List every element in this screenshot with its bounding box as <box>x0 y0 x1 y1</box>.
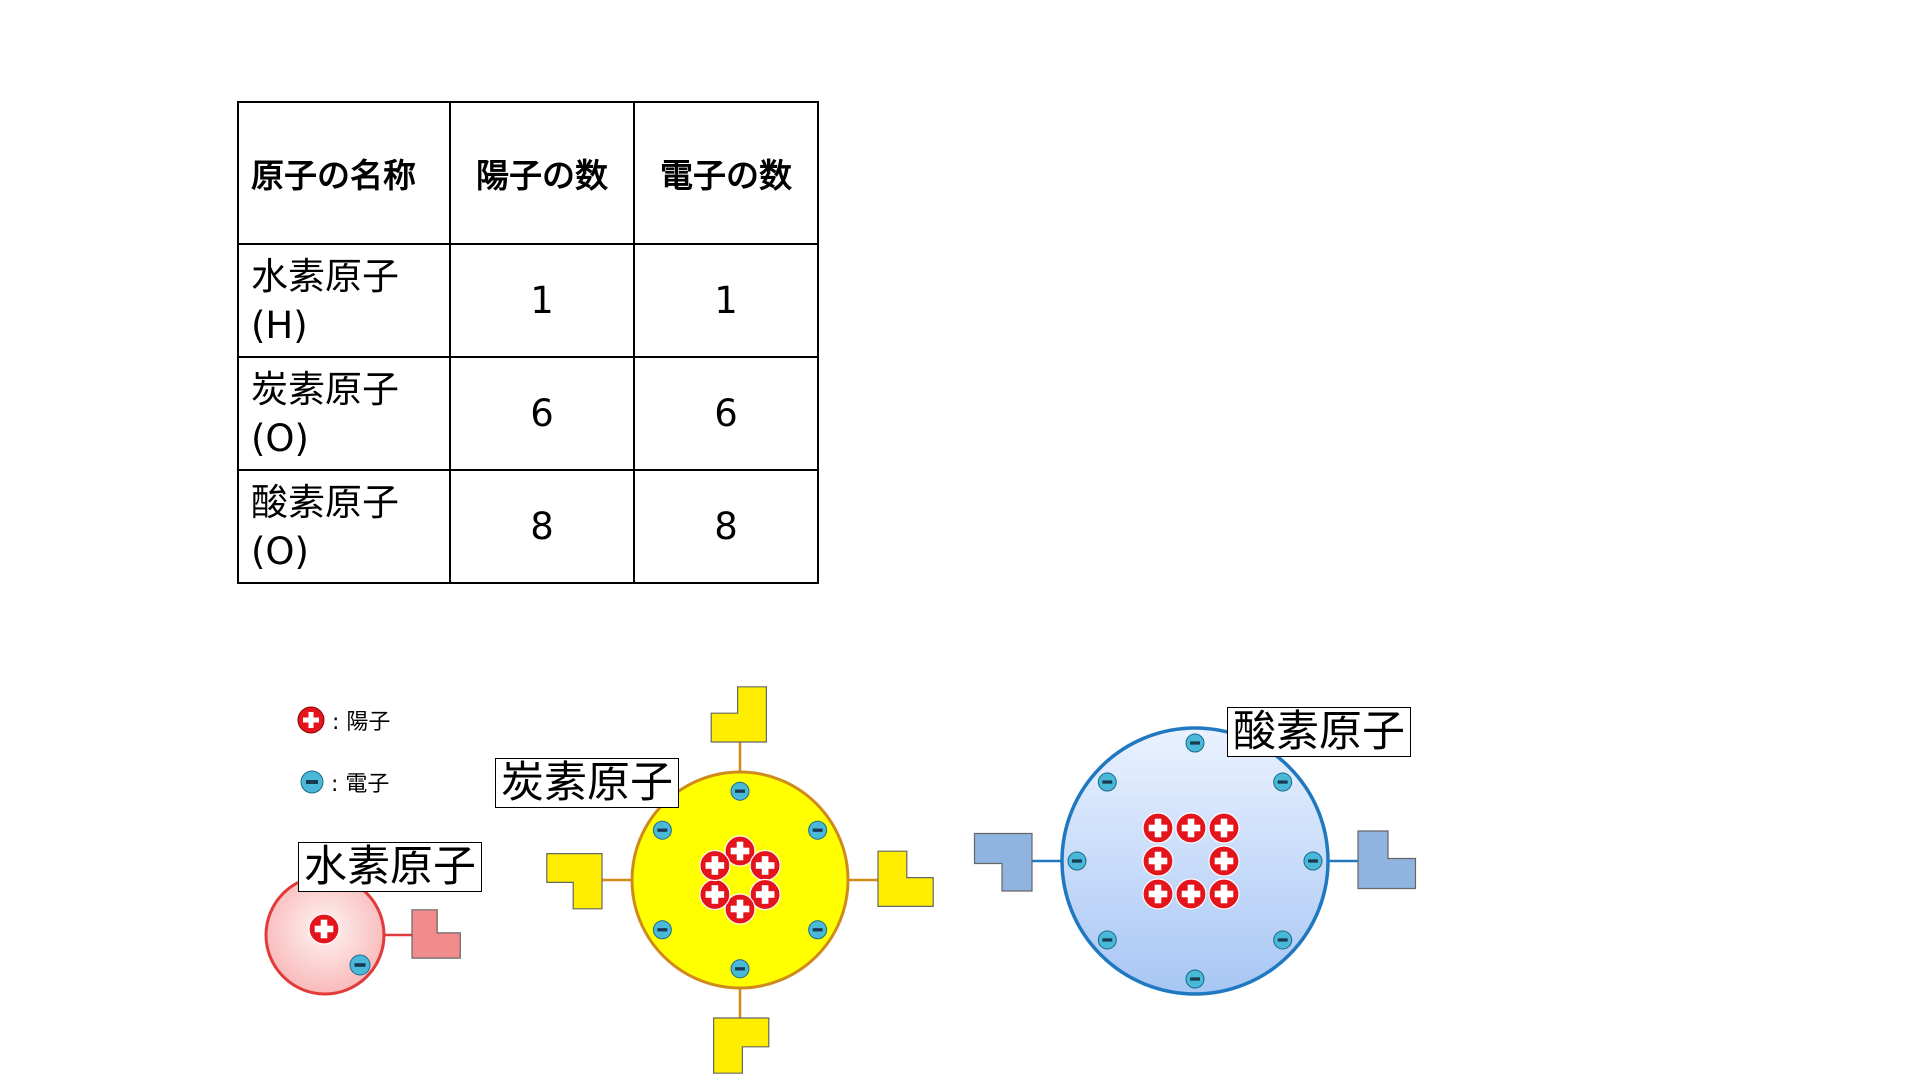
electron-count-cell: 6 <box>633 356 819 471</box>
legend-electron: : 電子 <box>299 766 389 798</box>
oxygen-atom-label: 酸素原子 <box>1227 707 1411 757</box>
proton-count-cell: 1 <box>449 243 635 358</box>
table-row: 酸素原子 (O) 8 8 <box>237 469 819 584</box>
proton <box>1175 812 1207 844</box>
bond-hand <box>710 686 767 743</box>
atom-symbol: (O) <box>251 416 309 460</box>
table-row: 水素原子 (H) 1 1 <box>237 243 819 358</box>
proton <box>699 849 731 882</box>
atom-name: 水素原子 <box>251 254 399 298</box>
electron <box>1185 733 1205 753</box>
atom-name-cell: 炭素原子 (O) <box>237 356 451 471</box>
atom-name-cell: 水素原子 (H) <box>237 243 451 358</box>
proton <box>1208 845 1240 877</box>
atom-table: 原子の名称 陽子の数 電子の数 水素原子(H) 1 1 炭素原子(O) 6 6 … <box>237 101 819 584</box>
oxygen-atom-model <box>973 726 1417 996</box>
proton <box>1175 878 1207 910</box>
proton <box>1208 878 1240 910</box>
header-atom-name: 原子の名称 <box>237 101 451 245</box>
carbon-atom-label: 炭素原子 <box>495 758 679 808</box>
hydrogen-atom-label: 水素原子 <box>298 842 482 892</box>
bond-hand <box>1357 830 1417 890</box>
electron <box>1185 969 1205 989</box>
electron <box>1273 772 1293 792</box>
proton <box>724 893 756 925</box>
electron <box>652 920 672 940</box>
header-electron-count: 電子の数 <box>633 101 819 245</box>
table-row: 炭素原子 (O) 6 6 <box>237 356 819 471</box>
atom-symbol: (H) <box>251 303 308 347</box>
proton <box>749 849 781 882</box>
proton-count-cell: 8 <box>449 469 635 584</box>
proton <box>1142 845 1174 877</box>
proton <box>1208 812 1240 844</box>
bond-hand <box>411 909 461 959</box>
bond-hand <box>713 1017 770 1074</box>
atom-name: 炭素原子 <box>251 367 399 411</box>
electron <box>730 781 750 801</box>
proton <box>699 878 731 911</box>
electron <box>730 959 750 979</box>
legend-electron-label: : 電子 <box>331 772 390 797</box>
header-proton-count: 陽子の数 <box>449 101 635 245</box>
electron <box>1303 851 1323 871</box>
proton-count-cell: 6 <box>449 356 635 471</box>
table-header-row: 原子の名称 陽子の数 電子の数 <box>237 101 819 245</box>
atom-name: 酸素原子 <box>251 480 399 524</box>
electron <box>1067 851 1087 871</box>
electron-count-cell: 8 <box>633 469 819 584</box>
electron <box>1273 930 1293 950</box>
electron <box>1097 772 1117 792</box>
legend-proton: : 陽子 <box>296 704 390 736</box>
atom-name-cell: 酸素原子 (O) <box>237 469 451 584</box>
proton <box>1142 812 1174 844</box>
bond-hand <box>546 853 603 910</box>
proton <box>308 913 340 945</box>
electron <box>808 820 828 840</box>
proton-icon <box>297 706 325 734</box>
bond-hand <box>877 850 934 907</box>
electron <box>1097 930 1117 950</box>
carbon-atom-model <box>546 686 934 1074</box>
hydrogen-atom-model <box>264 874 461 996</box>
bond-hand <box>973 832 1033 892</box>
electron <box>808 920 828 940</box>
proton <box>724 835 756 867</box>
legend-proton-label: : 陽子 <box>332 710 391 735</box>
proton <box>749 878 781 911</box>
electron-icon <box>300 770 324 794</box>
proton <box>1142 878 1174 910</box>
electron <box>652 820 672 840</box>
atom-symbol: (O) <box>251 529 309 573</box>
oxygen-shell <box>1060 726 1330 996</box>
electron <box>349 954 371 976</box>
electron-count-cell: 1 <box>633 243 819 358</box>
